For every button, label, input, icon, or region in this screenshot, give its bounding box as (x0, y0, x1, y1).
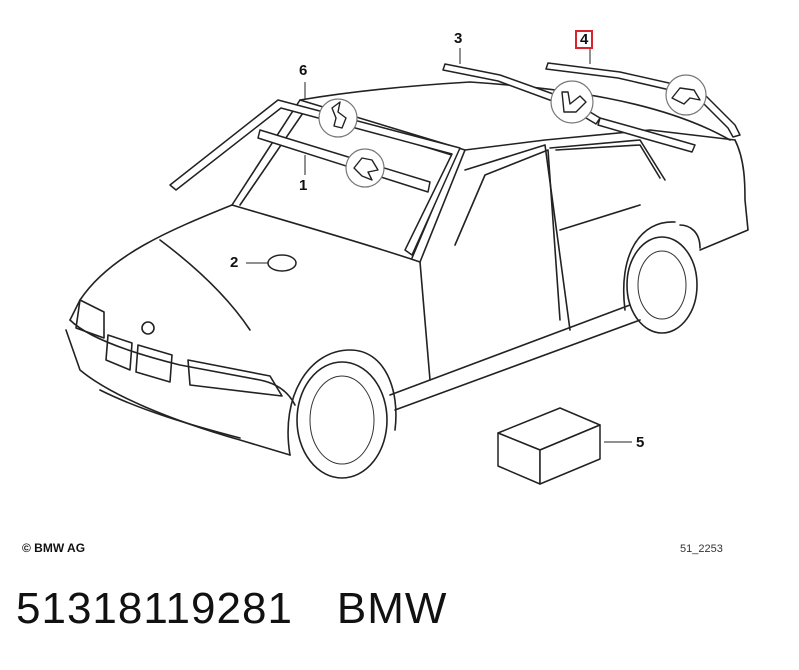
parts-diagram (65, 48, 749, 485)
diagram-reference-code: 51_2253 (680, 543, 723, 555)
profile-detail-4 (665, 74, 707, 116)
callout-6: 6 (299, 62, 308, 79)
part-2-pad (267, 254, 297, 272)
callout-2: 2 (230, 254, 239, 271)
profile-detail-6 (318, 98, 358, 138)
part-4-lower-strip (597, 117, 696, 153)
profile-detail-3 (550, 80, 594, 124)
callout-1: 1 (299, 177, 308, 194)
profile-detail-1 (345, 148, 385, 188)
car-illustration (65, 81, 749, 479)
copyright: © BMW AG (22, 541, 86, 555)
part-5-box (497, 407, 601, 485)
callout-3: 3 (454, 30, 463, 47)
footer-caption: 51318119281 BMW (16, 584, 491, 634)
callout-4: 4 (575, 30, 594, 49)
part-number: 51318119281 (16, 584, 293, 633)
callout-5: 5 (636, 434, 645, 451)
brand-name: BMW (336, 584, 448, 633)
part-3-roof-moulding (442, 63, 601, 125)
